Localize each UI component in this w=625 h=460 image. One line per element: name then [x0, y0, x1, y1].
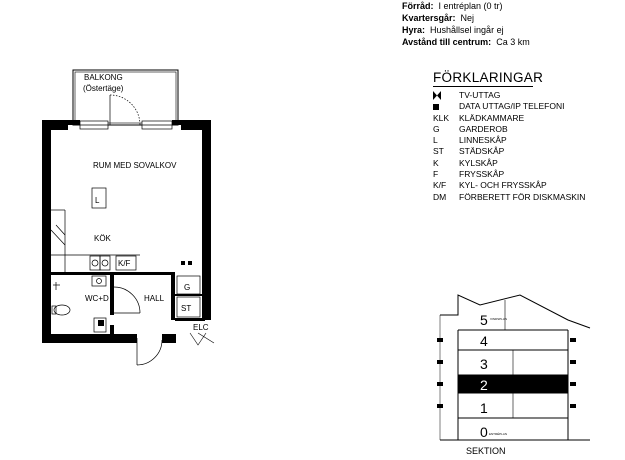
linen-code: L: [95, 196, 100, 205]
entry-door: [136, 338, 163, 366]
floor-4-label: 4: [480, 333, 488, 349]
hall-label: HALL: [144, 294, 165, 303]
legend-item: DATA UTTAG/IP TELEFONI: [433, 101, 585, 112]
kitchen-counter: [50, 187, 140, 272]
wardrobe-code: G: [184, 283, 190, 292]
balcony-sub-label: (Östertäge): [83, 84, 124, 93]
floor-0-label: 0: [480, 424, 488, 440]
bathroom-fixtures: [51, 275, 107, 333]
section-drawing: [437, 294, 591, 441]
cleaning-closet-code: ST: [181, 304, 191, 313]
floor-0-sub-label: ENTRÉPLAN: [489, 431, 507, 436]
floor-drain-icon: [98, 320, 104, 326]
tv-icon: [433, 90, 459, 101]
wc-label: WC+D: [85, 294, 109, 303]
legend-title-rule: [433, 86, 533, 87]
floor-1-label: 1: [480, 400, 488, 416]
outer-walls: [42, 120, 211, 343]
balcony-windows: [79, 120, 173, 130]
square-icon: [433, 101, 459, 112]
kitchen-label: KÖK: [94, 234, 112, 243]
fridge-code: K/F: [118, 259, 131, 268]
balcony-door: [109, 94, 141, 126]
legend-title: FÖRKLARINGAR: [433, 70, 544, 85]
info-row: Hyra: Hushållsel ingår ej: [402, 25, 504, 35]
floor-5-label: 5: [480, 312, 488, 328]
section-label: SEKTION: [466, 446, 506, 456]
balcony-label: BALKONG: [84, 73, 123, 82]
hall-closets: [176, 275, 201, 318]
balcony: [72, 69, 179, 126]
floor-5-sub-label: VINDSPLAN: [490, 317, 507, 321]
room-label: RUM MED SOVALKOV: [93, 161, 177, 170]
bathroom-door: [113, 286, 141, 314]
data-outlet-icon: [181, 261, 185, 265]
floor-2-label: 2: [480, 377, 488, 393]
elc-label: ELC: [193, 323, 209, 332]
info-row: Kvartersgår: Nej: [402, 13, 475, 23]
floor-3-label: 3: [480, 356, 488, 372]
legend-item: TV-UTTAG: [433, 90, 585, 101]
apartment-info: Förråd: I entréplan (0 tr) Kvartersgår: …: [402, 0, 530, 48]
info-row: Förråd: I entréplan (0 tr): [402, 1, 503, 11]
info-row: Avstånd till centrum: Ca 3 km: [402, 37, 530, 47]
elc-cabinet: [189, 332, 215, 346]
inner-walls: [51, 272, 205, 334]
data-outlet-icon: [188, 261, 192, 265]
